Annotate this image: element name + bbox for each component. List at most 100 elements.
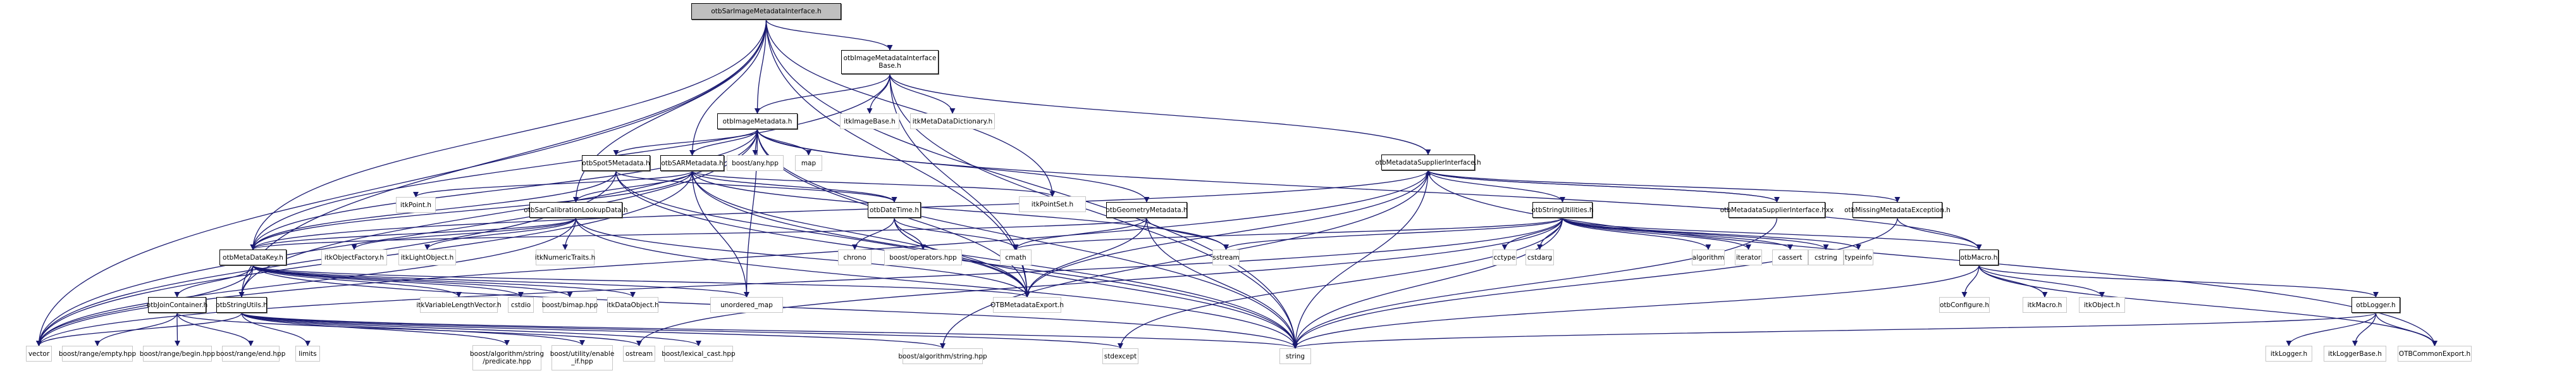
edge-otbmacro-to-otbconfigure bbox=[1961, 265, 1980, 298]
node-iterator[interactable]: iterator bbox=[1735, 250, 1762, 265]
edge-imibase-to-mdsupplier bbox=[889, 73, 1431, 155]
node-mdsupplierhxx[interactable]: otbMetadataSupplierInterface.hxx bbox=[1720, 202, 1833, 218]
node-otbmdexport[interactable]: OTBMetadataExport.h bbox=[990, 297, 1064, 313]
node-imibase[interactable]: otbImageMetadataInterface Base.h bbox=[841, 50, 939, 74]
node-cassert[interactable]: cassert bbox=[1772, 250, 1808, 265]
edge-strutilities-to-iterator bbox=[1562, 217, 1751, 250]
node-otbcommonexport[interactable]: OTBCommonExport.h bbox=[2398, 346, 2472, 362]
edge-mdsupplierhxx-to-mdsupplier bbox=[1425, 170, 1778, 203]
edge-stringutils-to-string bbox=[241, 312, 1298, 349]
node-itkmacro[interactable]: itkMacro.h bbox=[2023, 297, 2067, 313]
node-itklogger[interactable]: itkLogger.h bbox=[2265, 346, 2312, 362]
node-lexicalcast[interactable]: boost/lexical_cast.hpp bbox=[662, 346, 736, 362]
node-algostring[interactable]: boost/algorithm/string.hpp bbox=[898, 348, 987, 364]
edge-sarmetadata-to-itkpointset bbox=[691, 170, 1056, 197]
node-predicate[interactable]: boost/algorithm/string /predicate.hpp bbox=[470, 345, 544, 370]
edge-imibase-to-imagemetadata bbox=[755, 73, 891, 114]
edge-metadatakey-to-itkdataobject bbox=[252, 265, 636, 298]
node-string[interactable]: string bbox=[1279, 348, 1311, 364]
node-cstdio[interactable]: cstdio bbox=[508, 297, 534, 313]
node-metadatakey[interactable]: otbMetaDataKey.h bbox=[219, 250, 287, 265]
node-typeinfo[interactable]: typeinfo bbox=[1844, 250, 1873, 265]
edge-root-to-imibase bbox=[765, 19, 893, 51]
edge-imagemetadata-to-sarmetadata bbox=[689, 129, 758, 156]
node-itkimagebase[interactable]: itkImageBase.h bbox=[840, 113, 899, 129]
edge-mdsupplier-to-otbmdexport bbox=[1024, 170, 1429, 298]
node-sarcal[interactable]: otbSarCalibrationLookupData.h bbox=[524, 202, 628, 218]
node-boostbimap[interactable]: boost/bimap.hpp bbox=[542, 297, 598, 313]
node-missingmd[interactable]: otbMissingMetadataException.h bbox=[1844, 202, 1950, 218]
edge-metadatakey-to-otbmdexport bbox=[252, 265, 1030, 298]
node-itkpointset[interactable]: itkPointSet.h bbox=[1019, 196, 1086, 212]
node-enableif[interactable]: boost/utility/enable _if.hpp bbox=[550, 345, 614, 370]
edge-stringutils-to-predicate bbox=[241, 312, 510, 346]
edge-otblogger-to-otbcommonexport bbox=[2375, 312, 2438, 346]
edge-mdsupplier-to-otbcommonexport bbox=[1427, 170, 2437, 346]
edge-otblogger-to-itkloggerbase bbox=[2351, 312, 2377, 346]
node-boostany[interactable]: boost/any.hpp bbox=[727, 155, 784, 171]
edge-imagemetadata-to-metadatakey bbox=[250, 129, 758, 250]
node-itkmetadict[interactable]: itkMetaDataDictionary.h bbox=[910, 113, 995, 129]
node-chrono[interactable]: chrono bbox=[838, 250, 872, 265]
edge-metadatakey-to-joincontainer bbox=[174, 265, 254, 298]
node-mdsupplier[interactable]: otbMetadataSupplierInterface.h bbox=[1375, 155, 1481, 170]
edge-root-to-string bbox=[765, 19, 1298, 349]
node-algorithm[interactable]: algorithm bbox=[1692, 250, 1725, 265]
node-strutilities[interactable]: otbStringUtilities.h bbox=[1531, 202, 1594, 218]
edge-mdsupplier-to-missingmd bbox=[1427, 170, 1901, 203]
node-stdexcept[interactable]: stdexcept bbox=[1102, 348, 1138, 364]
node-boostoperators[interactable]: boost/operators.hpp bbox=[884, 250, 962, 265]
node-itklightobject[interactable]: itkLightObject.h bbox=[398, 250, 456, 265]
edge-sarcal-to-metadatakey bbox=[250, 217, 577, 250]
node-spot5[interactable]: otbSpot5Metadata.h bbox=[582, 155, 650, 171]
node-otbmacro[interactable]: otbMacro.h bbox=[1959, 250, 1999, 265]
node-datetime[interactable]: otbDateTime.h bbox=[868, 202, 921, 218]
node-unorderedmap[interactable]: unordered_map bbox=[710, 297, 783, 313]
node-joincontainer[interactable]: otbJoinContainer.h bbox=[147, 297, 207, 313]
node-itkobject[interactable]: itkObject.h bbox=[2079, 297, 2125, 313]
node-sstream[interactable]: sstream bbox=[1212, 250, 1240, 265]
edge-otbmacro-to-otblogger bbox=[1978, 265, 2379, 298]
node-limits[interactable]: limits bbox=[295, 346, 320, 362]
edge-spot5-to-datetime bbox=[615, 170, 897, 203]
node-itkvlv[interactable]: itkVariableLengthVector.h bbox=[416, 297, 502, 313]
edge-datetime-to-chrono bbox=[851, 217, 895, 250]
node-vector[interactable]: vector bbox=[26, 346, 52, 362]
edge-sarmetadata-to-sarcal bbox=[573, 170, 693, 203]
node-sarmetadata[interactable]: otbSARMetadata.h bbox=[660, 155, 724, 171]
node-map[interactable]: map bbox=[795, 155, 822, 171]
edge-root-to-metadatakey bbox=[250, 19, 767, 250]
edge-mdsupplier-to-string bbox=[1292, 170, 1429, 349]
node-rangeempty[interactable]: boost/range/empty.hpp bbox=[59, 346, 136, 362]
node-itkloggerbase[interactable]: itkLoggerBase.h bbox=[2324, 346, 2386, 362]
node-otbconfigure[interactable]: otbConfigure.h bbox=[1939, 297, 1990, 313]
node-geometry[interactable]: otbGeometryMetadata.h bbox=[1106, 202, 1188, 218]
node-cstring[interactable]: cstring bbox=[1808, 250, 1844, 265]
node-itkdataobject[interactable]: itkDataObject.h bbox=[607, 297, 659, 313]
edge-strutilities-to-cmath bbox=[1013, 217, 1563, 250]
edge-sarmetadata-to-itkpoint bbox=[413, 170, 693, 198]
edge-sarcal-to-otbmdexport bbox=[575, 217, 1030, 298]
node-root[interactable]: otbSarImageMetadataInterface.h bbox=[691, 3, 841, 20]
node-rangebegin[interactable]: boost/range/begin.hpp bbox=[140, 346, 215, 362]
node-cctype[interactable]: cctype bbox=[1493, 250, 1517, 265]
node-ostream[interactable]: ostream bbox=[623, 346, 655, 362]
edge-otbmacro-to-itkobject bbox=[1978, 265, 2105, 298]
edge-strutilities-to-ostream bbox=[636, 217, 1563, 346]
node-itknumtraits[interactable]: itkNumericTraits.h bbox=[535, 250, 595, 265]
edge-imibase-to-itkimagebase bbox=[866, 73, 891, 114]
node-imagemetadata[interactable]: otbImageMetadata.h bbox=[717, 113, 798, 129]
edge-root-to-sarcal bbox=[572, 19, 767, 203]
edge-strutilities-to-sstream bbox=[1223, 217, 1563, 250]
node-cstdarg[interactable]: cstdarg bbox=[1525, 250, 1554, 265]
node-stringutils[interactable]: otbStringUtils.h bbox=[216, 297, 268, 313]
edge-mdsupplier-to-algostring bbox=[939, 170, 1429, 349]
node-itkobjfactory[interactable]: itkObjectFactory.h bbox=[321, 250, 387, 265]
node-itkpoint[interactable]: itkPoint.h bbox=[396, 197, 436, 213]
node-rangeend[interactable]: boost/range/end.hpp bbox=[216, 346, 285, 362]
edge-root-to-vector bbox=[35, 19, 767, 346]
edge-metadatakey-to-cstdio bbox=[252, 265, 524, 298]
node-cmath[interactable]: cmath bbox=[1000, 250, 1032, 265]
node-otblogger[interactable]: otbLogger.h bbox=[2351, 297, 2400, 313]
